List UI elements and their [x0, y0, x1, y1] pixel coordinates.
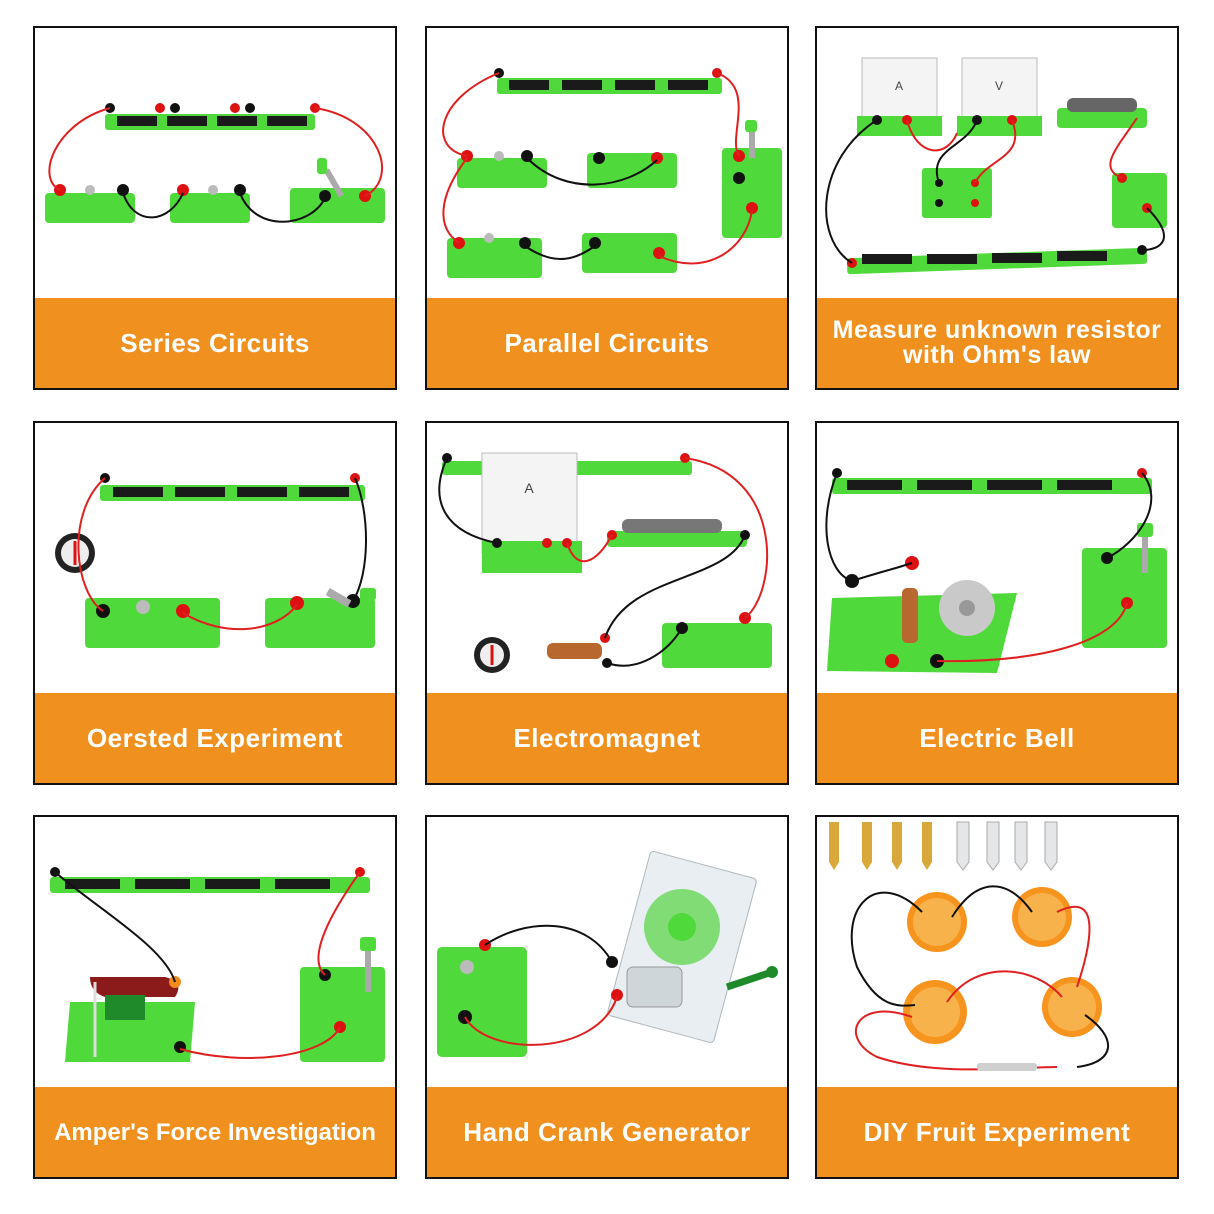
ohms-law-illustration: A V	[825, 57, 1167, 275]
oersted-illustration	[55, 473, 376, 648]
panel-electromagnet: A Electromagnet	[425, 421, 789, 785]
diy-fruit-illustration	[829, 821, 1110, 1071]
caption-series-circuits: Series Circuits	[35, 298, 395, 388]
caption-electric-bell: Electric Bell	[817, 693, 1177, 783]
parallel-circuit-illustration	[442, 68, 782, 278]
panel-oersted: Oersted Experiment	[33, 421, 397, 785]
electric-bell-illustration	[825, 468, 1167, 673]
amperes-force-illustration	[50, 867, 385, 1062]
ammeter-label: A	[895, 79, 903, 93]
ammeter-label: A	[524, 480, 534, 496]
panel-series-circuits: Series Circuits	[33, 26, 397, 390]
caption-electromagnet: Electromagnet	[427, 693, 787, 783]
panel-amperes-force: Amper's Force Investigation	[33, 815, 397, 1179]
caption-hand-crank-generator: Hand Crank Generator	[427, 1087, 787, 1177]
caption-oersted: Oersted Experiment	[35, 693, 395, 783]
hand-crank-generator-illustration	[437, 851, 778, 1057]
caption-diy-fruit: DIY Fruit Experiment	[817, 1087, 1177, 1177]
electromagnet-illustration: A	[438, 452, 772, 673]
panel-ohms-law: A V Measure unknown resistor with Ohm's …	[815, 26, 1179, 390]
panel-hand-crank-generator: Hand Crank Generator	[425, 815, 789, 1179]
voltmeter-label: V	[995, 79, 1003, 93]
caption-ohms-law: Measure unknown resistor with Ohm's law	[817, 298, 1177, 388]
caption-amperes-force: Amper's Force Investigation	[35, 1087, 395, 1177]
caption-parallel-circuits: Parallel Circuits	[427, 298, 787, 388]
panel-parallel-circuits: Parallel Circuits	[425, 26, 789, 390]
panel-diy-fruit: DIY Fruit Experiment	[815, 815, 1179, 1179]
series-circuit-illustration	[45, 103, 385, 223]
panel-electric-bell: Electric Bell	[815, 421, 1179, 785]
